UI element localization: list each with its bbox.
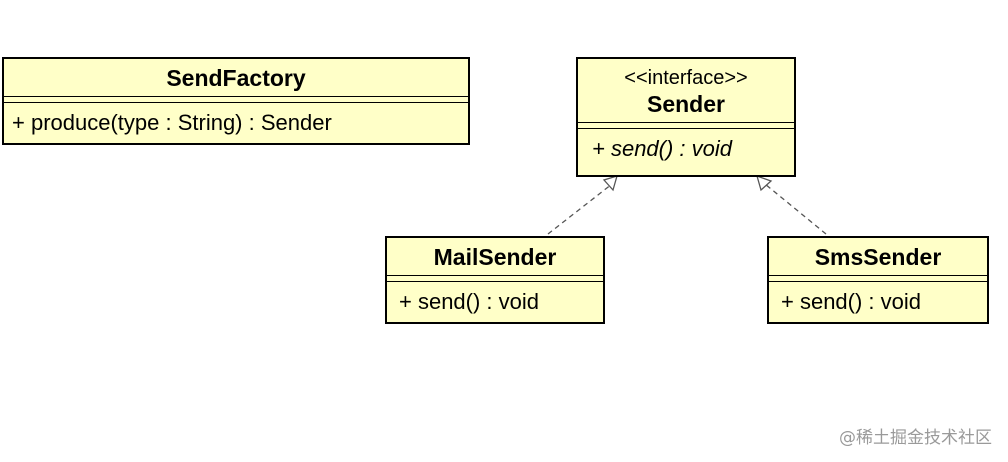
class-header: MailSender xyxy=(387,238,603,276)
class-name: SendFactory xyxy=(166,65,306,91)
realization-arrowhead-icon xyxy=(602,175,618,192)
operations-compartment: + send() : void xyxy=(387,282,603,316)
attributes-compartment xyxy=(578,123,794,129)
class-sendfactory[interactable]: SendFactory + produce(type : String) : S… xyxy=(2,57,470,145)
stereotype-label: <<interface>> xyxy=(624,67,748,89)
realization-smssender-to-sender xyxy=(764,183,827,235)
attributes-compartment xyxy=(4,97,468,103)
class-header: <<interface>> Sender xyxy=(578,59,794,123)
class-name: MailSender xyxy=(433,244,557,270)
attributes-compartment xyxy=(769,276,987,282)
operation-produce: + produce(type : String) : Sender xyxy=(12,110,332,135)
attributes-compartment xyxy=(387,276,603,282)
class-smssender[interactable]: SmsSender + send() : void xyxy=(767,236,989,324)
class-header: SendFactory xyxy=(4,59,468,97)
watermark-text: @稀土掘金技术社区 xyxy=(839,428,992,448)
operation-send: + send() : void xyxy=(592,136,733,161)
operations-compartment: + send() : void xyxy=(578,129,794,163)
class-mailsender[interactable]: MailSender + send() : void xyxy=(385,236,605,324)
realization-arrowhead-icon xyxy=(756,174,773,192)
operations-compartment: + produce(type : String) : Sender xyxy=(4,103,468,137)
operation-send: + send() : void xyxy=(781,289,922,314)
operation-send: + send() : void xyxy=(399,289,540,314)
operations-compartment: + send() : void xyxy=(769,282,987,316)
class-name: Sender xyxy=(647,91,725,117)
realization-mailsender-to-sender xyxy=(547,183,613,235)
interface-sender[interactable]: <<interface>> Sender + send() : void xyxy=(576,57,796,177)
class-name: SmsSender xyxy=(814,244,942,270)
class-header: SmsSender xyxy=(769,238,987,276)
